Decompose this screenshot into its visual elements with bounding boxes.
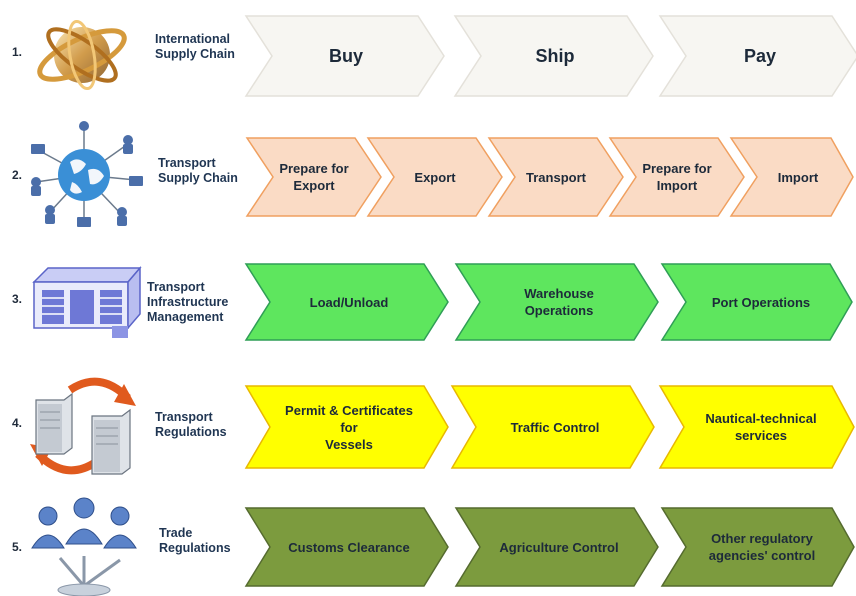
process-step-label: Pay: [743, 45, 777, 66]
process-step-chevron: [658, 15, 856, 97]
process-step-label: Export: [414, 169, 456, 185]
process-step-label: Traffic Control: [510, 419, 600, 435]
process-step-chevron: [244, 507, 449, 587]
row-international-supply-chain: 1. International Supply Chain Buy Ship P…: [0, 0, 856, 110]
process-step-chevron: [729, 137, 854, 217]
row-label: Transport Supply Chain: [158, 156, 238, 185]
process-step-chevron: [245, 137, 382, 217]
process-step-label: Customs Clearance: [288, 539, 410, 555]
process-step-label: Warehouse Operations: [524, 286, 594, 318]
process-step-chevron: [453, 15, 654, 97]
process-step-chevron: [244, 15, 445, 97]
process-step-chevron: [487, 137, 624, 217]
row-number: 1.: [12, 45, 23, 59]
process-step-chevron: [660, 263, 853, 341]
process-step-label: Nautical-technical services: [705, 411, 817, 443]
row-label: Transport Regulations: [155, 410, 227, 439]
process-step-chevron: [454, 263, 659, 341]
people-group-icon: [31, 497, 137, 596]
row-number: 4.: [12, 416, 23, 430]
process-step-label: Prepare for Export: [279, 161, 349, 193]
row-transport-infrastructure-management: 3. Transport Infrastructure Management L…: [0, 240, 856, 360]
row-transport-supply-chain: 2. Transport Supply Chain: [0, 112, 856, 232]
row-label: Trade Regulations: [159, 526, 231, 555]
row-number: 5.: [12, 540, 23, 554]
process-step-chevron: [608, 137, 745, 217]
process-step-label: Permit & Certificates for Vessels: [285, 402, 413, 452]
warehouse-icon: [32, 265, 142, 338]
process-step-label: Import: [777, 169, 819, 185]
process-step-label: Ship: [535, 45, 575, 66]
process-step-label: Buy: [328, 45, 363, 66]
process-step-chevron: [450, 385, 655, 469]
process-step-label: Prepare for Import: [642, 161, 712, 193]
process-step-label: Other regulatory agencies' control: [708, 531, 816, 563]
row-transport-regulations: 4. Transport Regulations Permit & Certif…: [0, 368, 856, 480]
process-step-chevron: [244, 263, 449, 341]
row-trade-regulations: 5. Trade Regulations Customs Clearance A…: [0, 488, 856, 596]
row-number: 3.: [12, 292, 23, 306]
process-step-label: Transport: [526, 169, 586, 185]
process-step-label: Agriculture Control: [499, 539, 619, 555]
process-step-chevron: [658, 385, 855, 469]
process-step-label: Port Operations: [711, 294, 811, 310]
servers-sync-icon: [30, 377, 136, 475]
network-globe-icon: [31, 121, 143, 227]
process-step-chevron: [366, 137, 503, 217]
process-step-chevron: [454, 507, 659, 587]
row-number: 2.: [12, 168, 23, 182]
gold-globe-rings-icon: [37, 19, 127, 91]
row-label: International Supply Chain: [155, 32, 235, 61]
process-step-chevron: [244, 385, 449, 469]
process-step-chevron: [660, 507, 855, 587]
row-label: Transport Infrastructure Management: [147, 280, 229, 324]
process-step-label: Load/Unload: [309, 294, 389, 310]
